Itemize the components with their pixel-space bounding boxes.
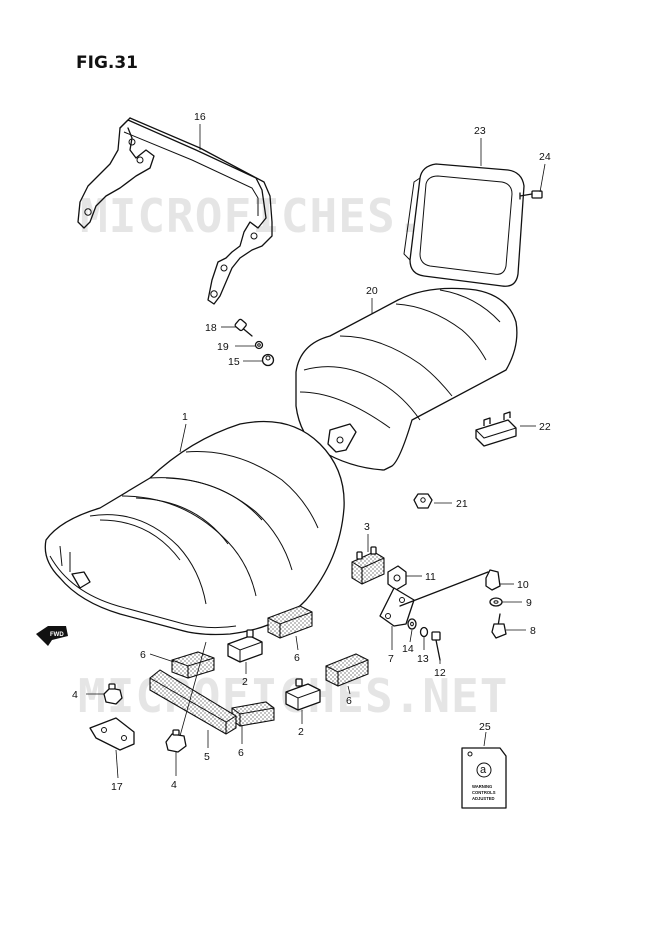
- callout-10: 10: [517, 579, 529, 591]
- part-12-bolt: [431, 631, 441, 661]
- part-16-bracket: [77, 117, 273, 305]
- callout-14: 14: [402, 643, 414, 655]
- callout-labels: 16 23 24 20 18 19 15 1 22 21 3 11 10 9 8…: [72, 111, 551, 793]
- part-19-washer: [254, 340, 264, 350]
- part-15-nut: [261, 353, 275, 367]
- callout-5: 5: [204, 751, 210, 763]
- part-17-bracket: [89, 717, 135, 751]
- part-7-plate: [379, 571, 489, 627]
- part-6-block-a: [267, 605, 313, 639]
- part-20-rear-seat: [295, 287, 518, 471]
- callout-2-a: 2: [242, 676, 248, 688]
- callout-13: 13: [417, 653, 429, 665]
- callout-6-d: 6: [238, 747, 244, 759]
- part-25-warning-tag: a WARNING CONTROLS ADJUSTED: [461, 747, 507, 809]
- leader-lines: [86, 124, 546, 779]
- callout-25: 25: [479, 721, 491, 733]
- part-1-main-seat: [44, 420, 345, 636]
- callout-8: 8: [530, 625, 536, 637]
- callout-3: 3: [364, 521, 370, 533]
- part-10-nut: [485, 569, 501, 591]
- part-2-cushion-a: [227, 629, 263, 663]
- callout-6-a: 6: [294, 652, 300, 664]
- part-4-foot-b: [165, 729, 187, 753]
- callout-16: 16: [194, 111, 206, 123]
- tag-line-3: ADJUSTED: [472, 796, 495, 801]
- part-2-cushion-b: [285, 678, 321, 711]
- callout-15: 15: [228, 356, 240, 368]
- part-22-cushion: [475, 411, 517, 447]
- callout-4-b: 4: [171, 779, 177, 791]
- callout-17: 17: [111, 781, 123, 793]
- tag-line-1: WARNING: [472, 784, 492, 789]
- callout-19: 19: [217, 341, 229, 353]
- tag-letter: a: [480, 764, 487, 776]
- part-6-block-c: [325, 653, 369, 687]
- part-9-washer: [489, 597, 503, 607]
- part-6-block-b: [171, 651, 215, 679]
- callout-6-c: 6: [346, 695, 352, 707]
- callout-20: 20: [366, 285, 378, 297]
- callout-2-b: 2: [298, 726, 304, 738]
- part-13-washer: [419, 626, 429, 638]
- callout-18: 18: [205, 322, 217, 334]
- part-14-washer: [407, 618, 417, 630]
- part-18-bolt: [234, 318, 253, 337]
- callout-22: 22: [539, 421, 551, 433]
- figure-title: FIG.31: [76, 53, 138, 73]
- tag-line-2: CONTROLS: [472, 790, 496, 795]
- part-8-bolt: [491, 613, 507, 639]
- callout-7: 7: [388, 653, 394, 665]
- callout-23: 23: [474, 125, 486, 137]
- callout-21: 21: [456, 498, 468, 510]
- callout-4-a: 4: [72, 689, 78, 701]
- part-3-cushion: [351, 546, 385, 585]
- callout-6-b: 6: [140, 649, 146, 661]
- part-24-screw: [519, 190, 543, 200]
- part-5-long-block: [149, 669, 237, 735]
- part-23-backrest-pad: [403, 163, 525, 287]
- fwd-arrow-marker: FWD: [36, 626, 68, 646]
- callout-24: 24: [539, 151, 551, 163]
- callout-12: 12: [434, 667, 446, 679]
- part-11-bracket: [387, 565, 407, 591]
- fwd-label: FWD: [50, 632, 64, 638]
- part-21-nut: [413, 493, 433, 509]
- part-4-foot-a: [103, 683, 123, 705]
- callout-11: 11: [425, 571, 436, 583]
- callout-1: 1: [182, 411, 188, 423]
- callout-9: 9: [526, 597, 532, 609]
